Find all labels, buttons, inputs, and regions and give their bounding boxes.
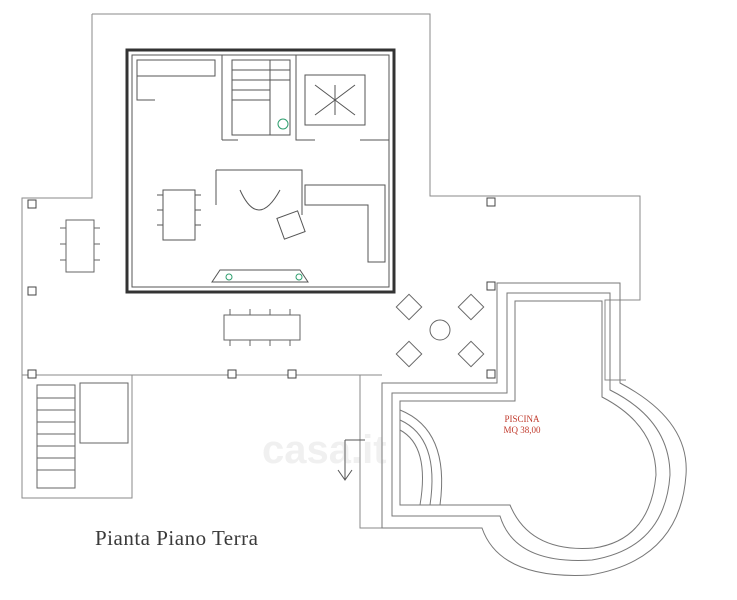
round-table <box>429 319 451 341</box>
interior-wall-2 <box>295 55 315 141</box>
kitchen-counter <box>136 59 216 101</box>
watermark: casa.it <box>262 428 387 472</box>
pool-water <box>399 300 657 549</box>
interior-wall-1 <box>221 55 238 141</box>
dining-table <box>162 189 196 241</box>
outdoor-stairs <box>36 384 76 489</box>
pool-area: MQ 38,00 <box>503 425 541 435</box>
fireplace <box>211 269 309 283</box>
column <box>287 369 297 379</box>
lounge-chair-2 <box>457 293 485 321</box>
lounge-chair-1 <box>395 293 423 321</box>
plan-title: Pianta Piano Terra <box>95 526 259 550</box>
bed <box>304 74 366 126</box>
pool-label: PISCINA MQ 38,00 <box>482 414 562 436</box>
north-arrow <box>337 439 365 481</box>
lounge-chair-4 <box>457 340 485 368</box>
pool-edge <box>391 292 671 561</box>
bathroom-bay <box>239 189 281 211</box>
interior-wall-4 <box>215 169 303 215</box>
outdoor-planter <box>79 382 129 444</box>
plant-icon <box>277 118 289 130</box>
column <box>27 369 37 379</box>
column <box>27 286 37 296</box>
lounge-chair-3 <box>395 340 423 368</box>
plant-icon <box>295 273 303 281</box>
column <box>227 369 237 379</box>
interior-stairs <box>231 59 291 136</box>
sofa <box>304 184 386 263</box>
terrace-outline <box>92 13 641 381</box>
armchair <box>276 210 306 240</box>
column <box>486 281 496 291</box>
pool-name: PISCINA <box>504 414 540 424</box>
plant-icon <box>225 273 233 281</box>
column <box>486 197 496 207</box>
house-walls <box>125 48 396 294</box>
column <box>486 369 496 379</box>
pool-steps <box>399 409 443 506</box>
column <box>27 199 37 209</box>
outdoor-table-west <box>65 219 95 273</box>
outdoor-table-south <box>223 314 301 341</box>
terrace-left-edge <box>21 14 133 499</box>
pool-deck <box>381 282 687 576</box>
